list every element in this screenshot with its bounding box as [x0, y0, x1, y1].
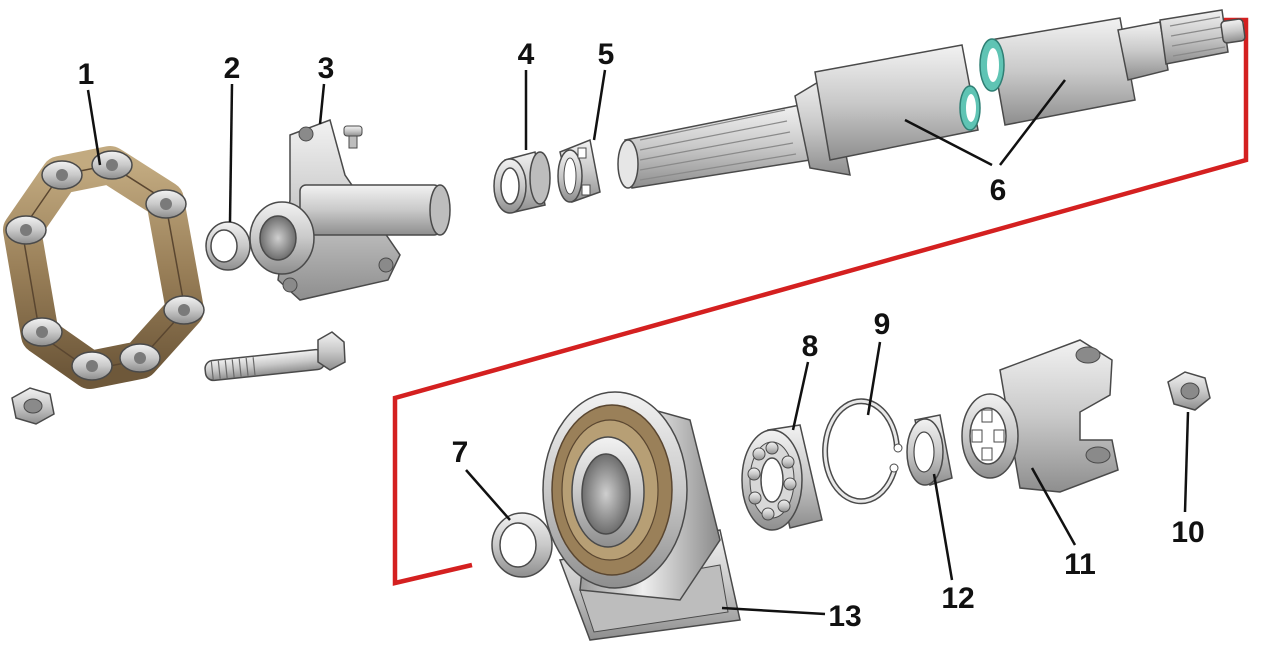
- universal-joint-yoke: [961, 339, 1119, 493]
- part-labels: 1 2 3 4 5 6 7 8 9 10 11 12 13: [78, 38, 1205, 633]
- label-part-11: 11: [1064, 548, 1096, 581]
- slotted-sleeve: [557, 138, 601, 203]
- label-part-1: 1: [78, 58, 95, 91]
- slinger-ring: [906, 414, 953, 486]
- coupling-nut: [11, 387, 55, 425]
- flexible-coupling: [3, 146, 205, 389]
- driveshaft: [617, 9, 1246, 189]
- label-part-5: 5: [598, 38, 615, 71]
- ball-bearing: [741, 424, 823, 531]
- coupling-bolt: [204, 331, 346, 382]
- label-part-10: 10: [1171, 516, 1204, 549]
- flange-nut: [1167, 371, 1211, 411]
- label-part-13: 13: [828, 600, 861, 633]
- label-part-7: 7: [452, 436, 469, 469]
- dust-ring: [491, 512, 553, 578]
- center-bearing-support: [542, 391, 741, 641]
- centering-ring: [205, 221, 251, 271]
- bushing: [493, 151, 551, 214]
- label-part-8: 8: [802, 330, 819, 363]
- circlip: [822, 398, 903, 505]
- label-part-12: 12: [941, 582, 974, 615]
- label-part-9: 9: [874, 308, 891, 341]
- label-part-2: 2: [224, 52, 241, 85]
- label-part-4: 4: [518, 38, 535, 71]
- flange-yoke: [249, 119, 451, 301]
- label-part-3: 3: [318, 52, 335, 85]
- label-part-6: 6: [990, 174, 1007, 207]
- leader-lines: [86, 69, 1190, 616]
